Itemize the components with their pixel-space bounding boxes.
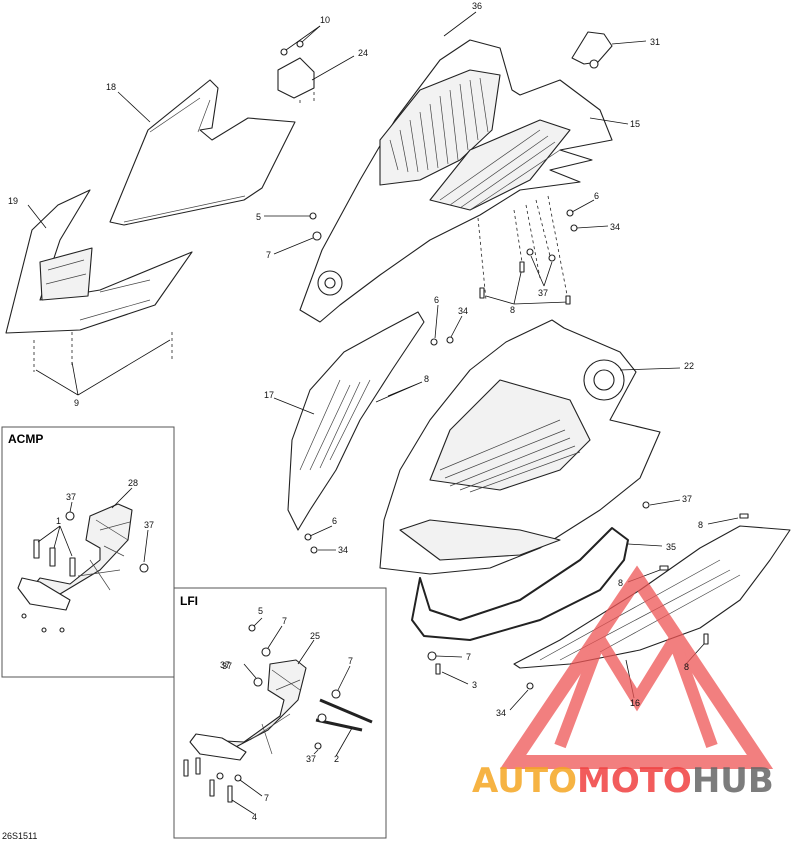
callout-2: 2 [334,754,339,764]
callout-37-acmp-right: 37 [144,520,154,530]
callout-8-step-top: 8 [698,520,703,530]
callout-34-mid: 34 [458,306,468,316]
callout-4: 4 [252,812,257,822]
callout-8-step-right: 8 [684,662,689,672]
callout-35: 35 [666,542,676,552]
callout-22: 22 [684,361,694,371]
callout-8-upper: 8 [510,305,515,315]
acmp-box [1,426,175,678]
callout-8-step-left: 8 [618,578,623,588]
callout-37-lfi-left: 37 [220,660,230,670]
callout-18: 18 [106,82,116,92]
callout-31: 31 [650,37,660,47]
callout-7-lfi-top: 7 [282,616,287,626]
acmp-box-label: ACMP [8,432,43,446]
lfi-box [173,587,387,839]
watermark-moto: MOTO [577,761,692,801]
callout-36: 36 [472,1,482,11]
part-24-bracket [277,25,355,106]
callout-5-upper: 5 [256,212,261,222]
part-22-lower-hull [379,319,681,575]
callout-6-lower: 6 [332,516,337,526]
watermark-hub: HUB [692,761,774,801]
watermark-logo-icon [499,565,774,769]
watermark-auto: AUTO [472,761,577,801]
callout-1: 1 [56,516,61,526]
callout-17: 17 [264,390,274,400]
callout-15: 15 [630,119,640,129]
callout-5-lfi: 5 [258,606,263,616]
callout-34-lower: 34 [338,545,348,555]
callout-25: 25 [310,631,320,641]
watermark-wordmark: AUTOMOTOHUB [472,761,774,801]
callout-8-mid: 8 [424,374,429,384]
callout-7-hull: 7 [466,652,471,662]
part-17-side-panel [273,304,463,554]
callout-16: 16 [630,698,640,708]
part-19-nose [5,189,193,396]
callout-3: 3 [472,680,477,690]
callout-37-lfi-inner: 37 [222,661,232,671]
callout-34-step: 34 [496,708,506,718]
callout-10: 10 [320,15,330,25]
callout-28: 28 [128,478,138,488]
callout-labels: 10 24 36 31 18 15 19 5 6 34 7 37 8 9 6 3… [8,1,703,822]
callout-24: 24 [358,48,368,58]
callout-6-upper: 6 [594,191,599,201]
callout-7-upper: 7 [266,250,271,260]
callout-37-hull: 37 [682,494,692,504]
callout-37-lfi-bottom: 37 [306,754,316,764]
illustration-code: 26S1511 [2,831,37,841]
part-35-gasket [411,527,663,641]
callout-37-upper: 37 [538,288,548,298]
callout-37-acmp-top: 37 [66,492,76,502]
part-31-cap [571,31,647,69]
callout-7-lfi-bottom: 7 [264,793,269,803]
callout-6-mid: 6 [434,295,439,305]
callout-34-upper: 34 [610,222,620,232]
callout-19: 19 [8,196,18,206]
callout-7-lfi-mid: 7 [348,656,353,666]
lfi-box-label: LFI [180,594,198,608]
part-15-upper-body [299,11,629,323]
part-18-panel [109,79,296,226]
fastener-group-upper [264,195,609,305]
callout-9: 9 [74,398,79,408]
